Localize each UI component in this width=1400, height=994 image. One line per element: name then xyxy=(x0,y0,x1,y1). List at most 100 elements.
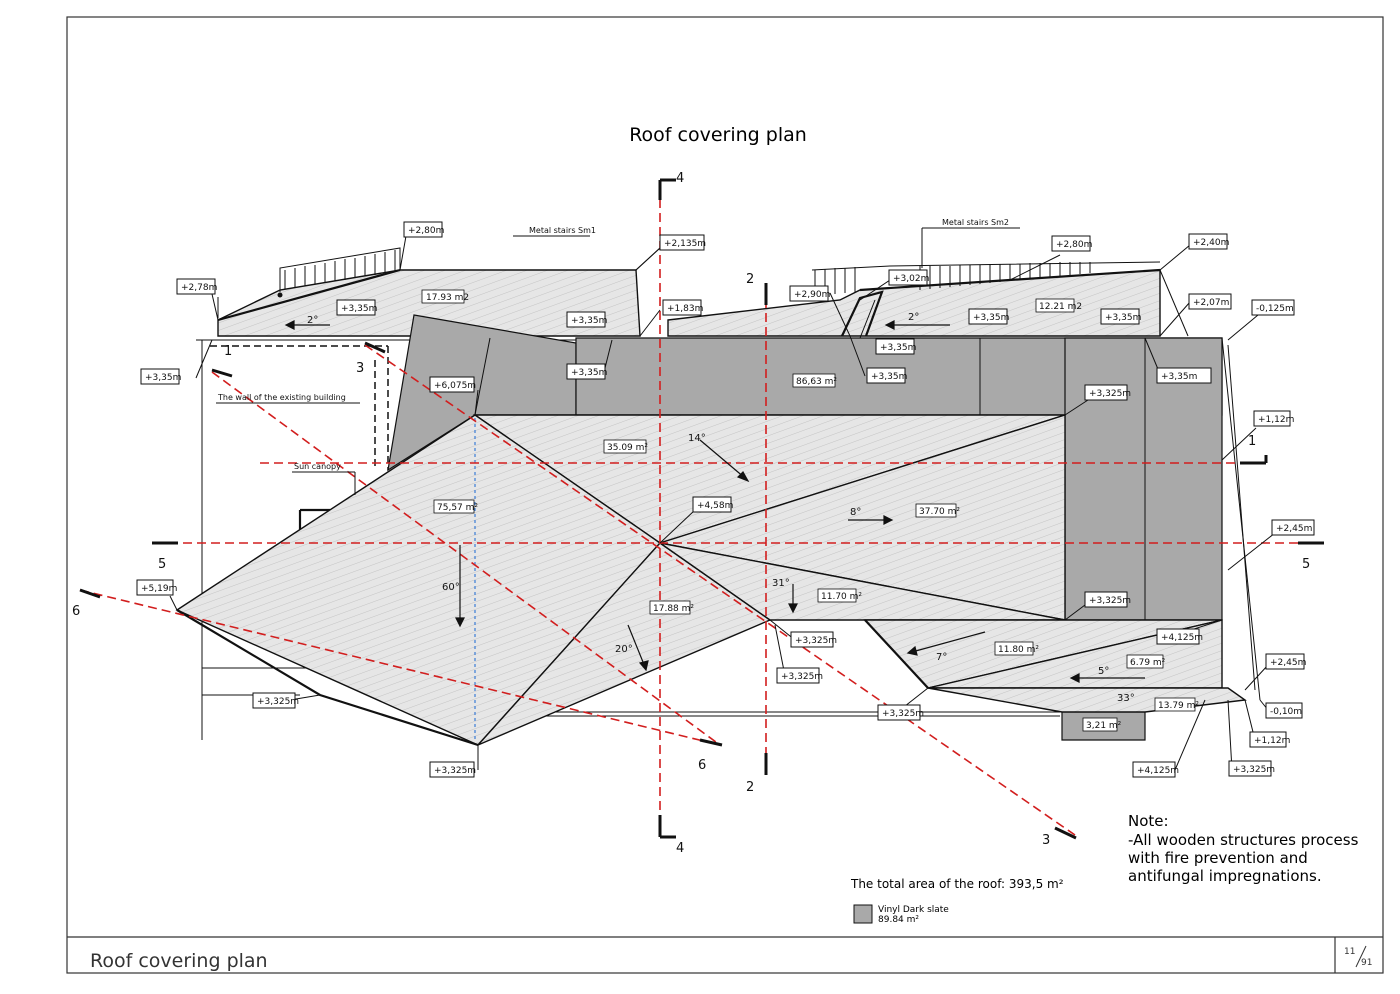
svg-text:8°: 8° xyxy=(850,507,861,518)
elevation-label: +3,325m xyxy=(1084,384,1131,401)
svg-text:+3,325m: +3,325m xyxy=(1233,765,1275,775)
elevation-label: +3,325m xyxy=(776,667,823,684)
elevation-label: +3,35m xyxy=(1156,367,1212,384)
svg-text:+1,12m: +1,12m xyxy=(1258,415,1294,425)
note-line: with fire prevention and xyxy=(1128,849,1308,867)
svg-text:+3,35m: +3,35m xyxy=(571,316,607,326)
svg-text:+2,135m: +2,135m xyxy=(664,239,706,249)
svg-text:+2,80m: +2,80m xyxy=(408,226,444,236)
legend-value: 89.84 m² xyxy=(878,915,919,925)
elevation-label: +2,78m xyxy=(176,278,217,295)
section-3-bottom: 3 xyxy=(1042,833,1050,848)
area-tag: 11.70 m² xyxy=(817,588,862,603)
elevation-label: +2,135m xyxy=(659,234,706,251)
elevation-label: +6,075m xyxy=(429,376,476,393)
area-tag: 11.80 m² xyxy=(994,641,1039,656)
annotations: Metal stairs Sm1 Metal stairs Sm2 The wa… xyxy=(216,218,1020,495)
area-tag: 37.70 m² xyxy=(915,503,960,518)
svg-text:-0,125m: -0,125m xyxy=(1256,304,1294,314)
section-4-top: 4 xyxy=(676,171,684,186)
elevation-label: +3,35m xyxy=(336,299,377,316)
svg-text:+2,07m: +2,07m xyxy=(1193,298,1229,308)
elevation-label: +4,125m xyxy=(1156,628,1203,645)
light-roof-areas xyxy=(175,414,1247,747)
svg-text:+4,125m: +4,125m xyxy=(1161,633,1203,643)
area-tags: 17.93 m2 12.21 m2 86,63 m² 35.09 m² 75,5… xyxy=(421,289,1199,732)
elevation-label: +2,90m xyxy=(789,285,830,302)
svg-text:+3,325m: +3,325m xyxy=(1089,389,1131,399)
svg-text:3,21 m²: 3,21 m² xyxy=(1086,721,1122,731)
section-2-top: 2 xyxy=(746,272,754,287)
elevation-label: +2,45m xyxy=(1271,519,1315,536)
svg-text:+3,35m: +3,35m xyxy=(145,373,181,383)
page-total: 91 xyxy=(1361,958,1372,968)
svg-text:11.80 m²: 11.80 m² xyxy=(998,645,1039,655)
svg-text:+3,35m: +3,35m xyxy=(880,343,916,353)
svg-text:+2,80m: +2,80m xyxy=(1056,240,1092,250)
elevation-label: -0,10m xyxy=(1265,702,1303,719)
elevation-labels: +2,80m +2,135m +2,78m +3,35m +3,35m +1,8… xyxy=(136,221,1315,778)
elevation-label: +3,325m xyxy=(429,761,476,778)
svg-text:+3,02m: +3,02m xyxy=(893,274,929,284)
svg-text:+3,35m: +3,35m xyxy=(571,368,607,378)
svg-text:2°: 2° xyxy=(908,312,919,323)
elevation-label: +1,83m xyxy=(662,299,703,316)
svg-text:+3,325m: +3,325m xyxy=(257,697,299,707)
svg-text:+1,12m: +1,12m xyxy=(1254,736,1290,746)
elevation-label: +2,45m xyxy=(1265,653,1306,670)
section-1-right: 1 xyxy=(1248,434,1256,449)
area-tag: 3,21 m² xyxy=(1082,717,1122,732)
svg-text:+3,35m: +3,35m xyxy=(341,304,377,314)
elevation-label: +2,80m xyxy=(1051,235,1092,252)
sun-canopy-label: Sun canopy xyxy=(294,462,341,471)
elevation-label: +4,58m xyxy=(692,496,733,513)
existing-wall-label: The wall of the existing building xyxy=(217,393,346,402)
svg-text:37.70 m²: 37.70 m² xyxy=(919,507,960,517)
svg-text:6.79 m²: 6.79 m² xyxy=(1130,658,1166,668)
svg-text:+3,325m: +3,325m xyxy=(1089,596,1131,606)
stairs-sm1-label: Metal stairs Sm1 xyxy=(529,226,596,235)
svg-text:+3,35m: +3,35m xyxy=(973,313,1009,323)
section-3-top: 3 xyxy=(356,361,364,376)
svg-text:75,57 m²: 75,57 m² xyxy=(437,503,478,513)
area-tag: 6.79 m² xyxy=(1126,654,1166,669)
elevation-label: -0,125m xyxy=(1251,299,1295,316)
svg-text:+3,325m: +3,325m xyxy=(882,709,924,719)
page-slash xyxy=(1355,945,1367,968)
elevation-label: +2,80m xyxy=(403,221,444,238)
area-tag: 86,63 m² xyxy=(792,373,837,388)
elevation-label: +2,07m xyxy=(1188,293,1232,310)
elevation-label: +3,325m xyxy=(790,631,837,648)
section-6-left: 6 xyxy=(72,604,80,619)
elevation-label: +4,125m xyxy=(1132,761,1179,778)
elevation-label: +3,35m xyxy=(968,308,1009,325)
section-2-bottom: 2 xyxy=(746,780,754,795)
svg-text:+3,35m: +3,35m xyxy=(1161,372,1197,382)
legend-label: Vinyl Dark slate xyxy=(878,905,949,915)
svg-text:20°: 20° xyxy=(615,644,633,655)
svg-text:12.21 m2: 12.21 m2 xyxy=(1039,302,1082,312)
section-5-right: 5 xyxy=(1302,557,1310,572)
svg-text:31°: 31° xyxy=(772,578,790,589)
section-lines xyxy=(79,178,1324,840)
drawing-title: Roof covering plan xyxy=(629,124,807,146)
area-tag: 35.09 m² xyxy=(603,439,648,454)
section-1-left: 1 xyxy=(224,344,232,359)
elevation-label: +3,35m xyxy=(566,363,607,380)
note-line: -All wooden structures process xyxy=(1128,831,1359,849)
svg-text:+3,35m: +3,35m xyxy=(871,372,907,382)
slope-arrows xyxy=(284,320,1145,683)
area-tag: 12.21 m2 xyxy=(1035,298,1082,313)
svg-text:+3,325m: +3,325m xyxy=(795,636,837,646)
svg-text:+4,125m: +4,125m xyxy=(1137,766,1179,776)
svg-text:+3,35m: +3,35m xyxy=(1105,313,1141,323)
elevation-label: +3,325m xyxy=(252,692,299,709)
area-tag: 17.93 m2 xyxy=(421,289,469,304)
elevation-label: +3,35m xyxy=(875,338,916,355)
section-4-bottom: 4 xyxy=(676,841,684,856)
svg-text:+3,325m: +3,325m xyxy=(434,766,476,776)
elevation-label: +3,35m xyxy=(566,311,607,328)
elevation-label: +3,02m xyxy=(888,269,929,286)
svg-text:+3,325m: +3,325m xyxy=(781,672,823,682)
